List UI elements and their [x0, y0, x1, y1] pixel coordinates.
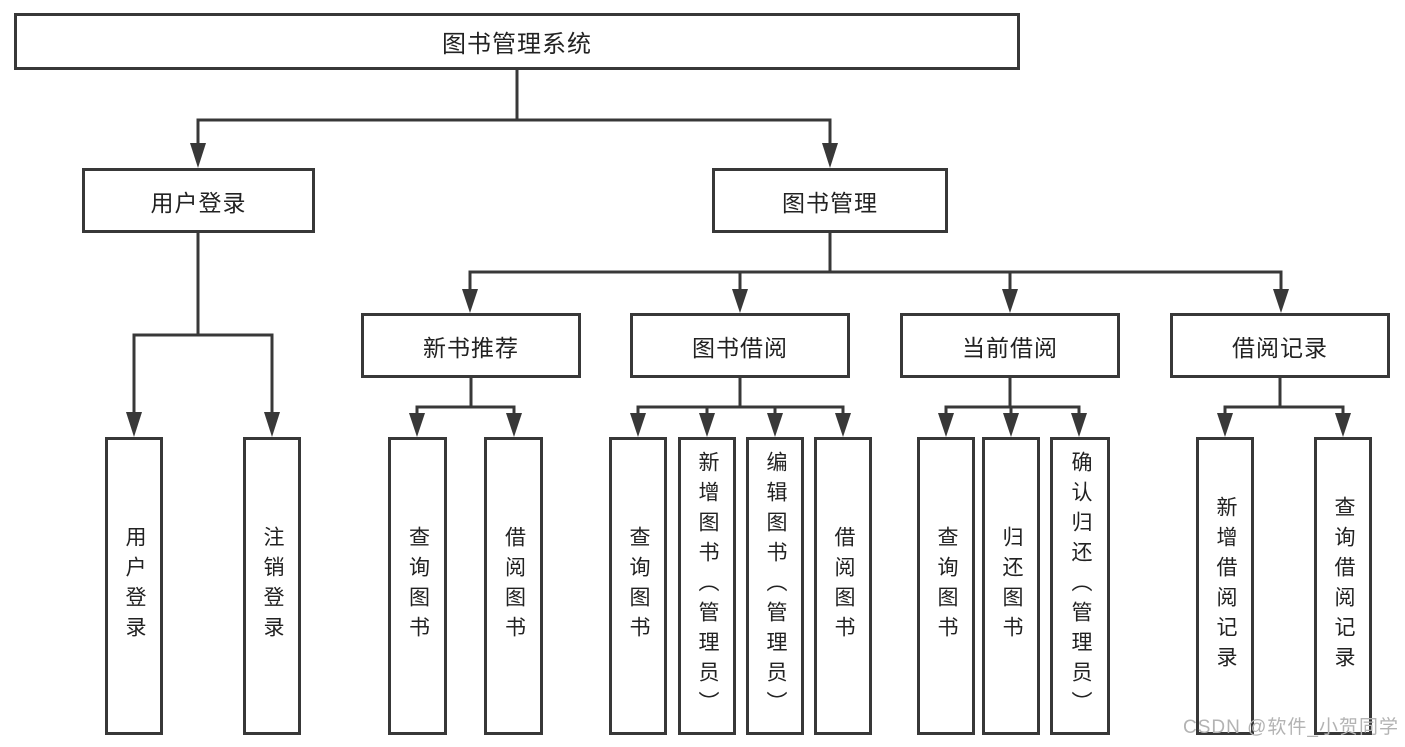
node-label: 图书管理: [782, 189, 878, 216]
node-label: 归还图书: [1000, 526, 1023, 646]
node-user-login: 用户登录: [82, 168, 315, 233]
leaf-edit-books-admin: 编辑图书（管理员）: [746, 437, 804, 735]
node-label: 当前借阅: [962, 334, 1058, 361]
node-label: 编辑图书（管理员）: [764, 451, 787, 721]
node-label: 图书管理系统: [442, 31, 592, 58]
arrowheads: [126, 143, 1351, 437]
node-label: 注销登录: [261, 526, 284, 646]
node-label: 图书借阅: [692, 334, 788, 361]
leaf-add-books-admin: 新增图书（管理员）: [678, 437, 736, 735]
node-label: 借阅图书: [832, 526, 855, 646]
node-label: 借阅图书: [502, 526, 526, 646]
node-label: 新增图书（管理员）: [696, 451, 719, 721]
leaf-confirm-return-admin: 确认归还（管理员）: [1050, 437, 1110, 735]
node-label: 查询图书: [406, 526, 430, 646]
leaf-borrow-books: 借阅图书: [814, 437, 872, 735]
leaf-borrow-books: 借阅图书: [484, 437, 543, 735]
node-label: 查询图书: [627, 526, 650, 646]
node-book-management: 图书管理: [712, 168, 948, 233]
watermark-text: CSDN @软件_小贺同学: [1183, 717, 1399, 738]
node-label: 查询借阅记录: [1332, 496, 1355, 676]
leaf-return-books: 归还图书: [982, 437, 1040, 735]
node-library-system: 图书管理系统: [14, 13, 1020, 70]
leaf-add-borrow-record: 新增借阅记录: [1196, 437, 1254, 735]
node-current-borrowing: 当前借阅: [900, 313, 1120, 378]
node-label: 新书推荐: [423, 334, 519, 361]
node-label: 查询图书: [935, 526, 958, 646]
node-label: 用户登录: [123, 526, 146, 646]
leaf-query-borrow-record: 查询借阅记录: [1314, 437, 1372, 735]
node-borrow-records: 借阅记录: [1170, 313, 1390, 378]
node-book-borrowing: 图书借阅: [630, 313, 850, 378]
node-label: 用户登录: [150, 189, 247, 216]
node-label: 确认归还（管理员）: [1069, 451, 1092, 721]
leaf-logout: 注销登录: [243, 437, 301, 735]
node-label: 新增借阅记录: [1214, 496, 1237, 676]
node-new-book-recommend: 新书推荐: [361, 313, 581, 378]
leaf-query-books: 查询图书: [917, 437, 975, 735]
leaf-query-books: 查询图书: [609, 437, 667, 735]
node-label: 借阅记录: [1232, 334, 1328, 361]
leaf-user-login: 用户登录: [105, 437, 163, 735]
leaf-query-books: 查询图书: [388, 437, 447, 735]
